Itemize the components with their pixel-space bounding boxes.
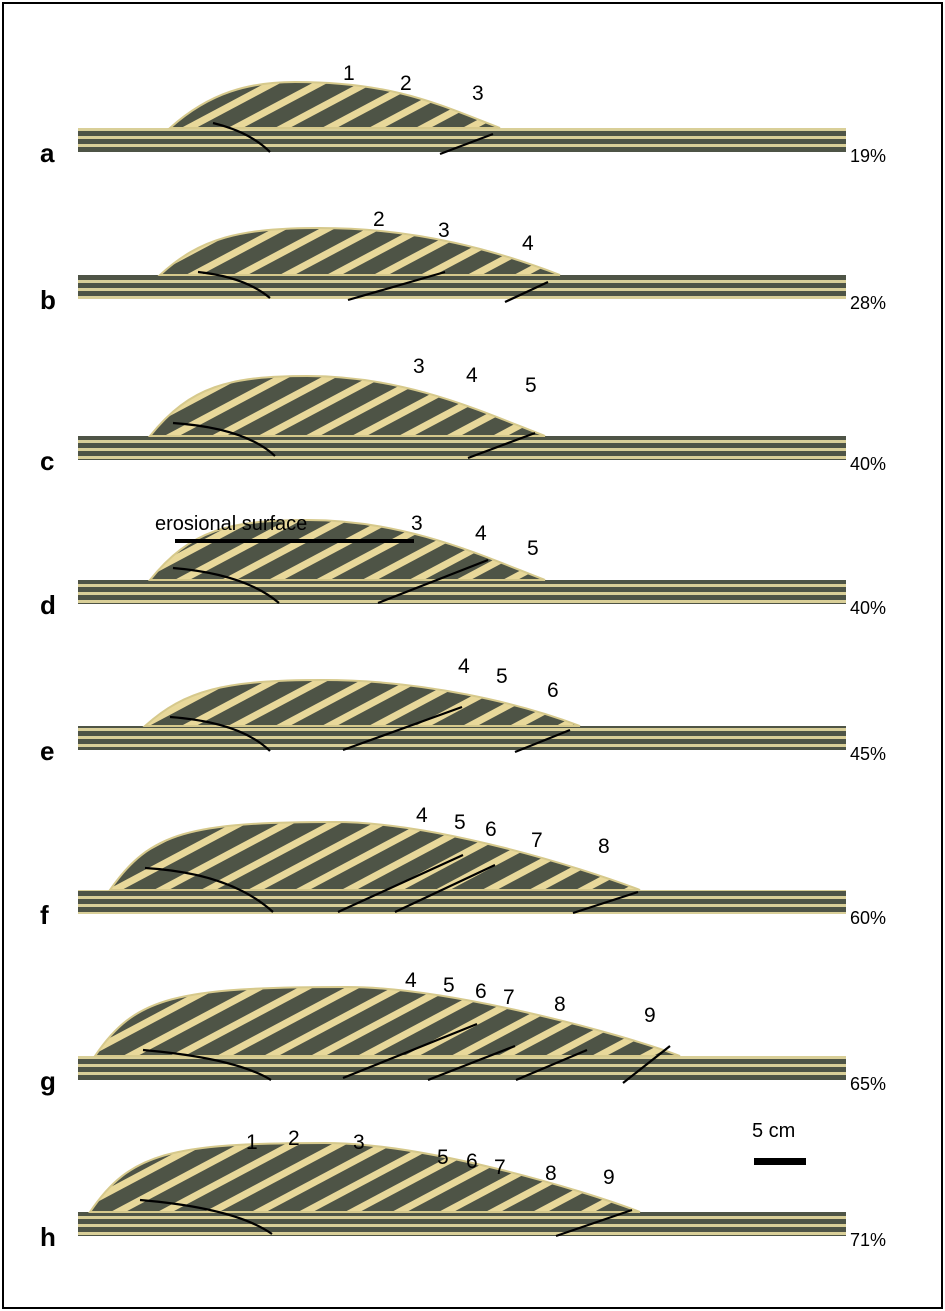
thrust-number: 2 (400, 72, 412, 95)
thrust-number: 5 (443, 974, 455, 997)
thrust-number: 6 (466, 1150, 478, 1173)
basal-layers (78, 580, 846, 604)
thrust-number: 4 (475, 522, 487, 545)
basal-layers (78, 128, 846, 152)
thrust-number: 6 (485, 818, 497, 841)
basal-layers (78, 890, 846, 914)
erosional-surface-label: erosional surface (155, 513, 307, 535)
shortening-percent: 65% (850, 1074, 886, 1094)
panel-letter: d (40, 590, 56, 620)
thrust-number: 4 (466, 364, 478, 387)
basal-layers (78, 436, 846, 460)
thrust-number: 3 (438, 219, 450, 242)
thrust-number: 5 (525, 374, 537, 397)
thrust-number: 9 (644, 1004, 656, 1027)
thrust-number: 4 (522, 232, 534, 255)
thrust-number: 5 (454, 811, 466, 834)
thrust-number: 7 (494, 1156, 506, 1179)
shortening-percent: 60% (850, 908, 886, 928)
shortening-percent: 45% (850, 744, 886, 764)
shortening-percent: 40% (850, 454, 886, 474)
thrust-number: 7 (531, 829, 543, 852)
thrust-number: 2 (373, 208, 385, 231)
thrust-number: 8 (545, 1162, 557, 1185)
shortening-percent: 71% (850, 1230, 886, 1250)
panel-letter: b (40, 285, 56, 315)
basal-layers (78, 726, 846, 750)
panel-letter: c (40, 446, 54, 476)
thrust-number: 4 (458, 655, 470, 678)
thrust-number: 5 (527, 537, 539, 560)
panel-letter: h (40, 1222, 56, 1252)
shortening-percent: 40% (850, 598, 886, 618)
thrust-number: 3 (353, 1131, 365, 1154)
thrust-number: 3 (472, 82, 484, 105)
thrust-number: 4 (416, 804, 428, 827)
scale-bar-label: 5 cm (752, 1120, 795, 1142)
thrust-number: 3 (411, 512, 423, 535)
thrust-number: 4 (405, 969, 417, 992)
thrust-number: 5 (437, 1146, 449, 1169)
basal-layers (78, 1212, 846, 1236)
thrust-number: 3 (413, 355, 425, 378)
thrust-number: 6 (475, 980, 487, 1003)
thrust-number: 6 (547, 679, 559, 702)
panel-letter: f (40, 900, 49, 930)
thrust-number: 8 (598, 835, 610, 858)
thrust-number: 2 (288, 1127, 300, 1150)
shortening-percent: 19% (850, 146, 886, 166)
thrust-number: 8 (554, 993, 566, 1016)
figure-border (3, 3, 942, 1308)
panel-letter: g (40, 1066, 56, 1096)
thrust-number: 5 (496, 665, 508, 688)
thrust-number: 7 (503, 986, 515, 1009)
panel-letter: e (40, 736, 54, 766)
thrust-number: 1 (343, 62, 355, 85)
scale-bar-rect (754, 1158, 806, 1165)
thrust-number: 9 (603, 1166, 615, 1189)
thrust-number: 1 (246, 1131, 258, 1154)
basal-layers (78, 1056, 846, 1080)
shortening-percent: 28% (850, 293, 886, 313)
panel-letter: a (40, 138, 55, 168)
basal-layers (78, 275, 846, 299)
